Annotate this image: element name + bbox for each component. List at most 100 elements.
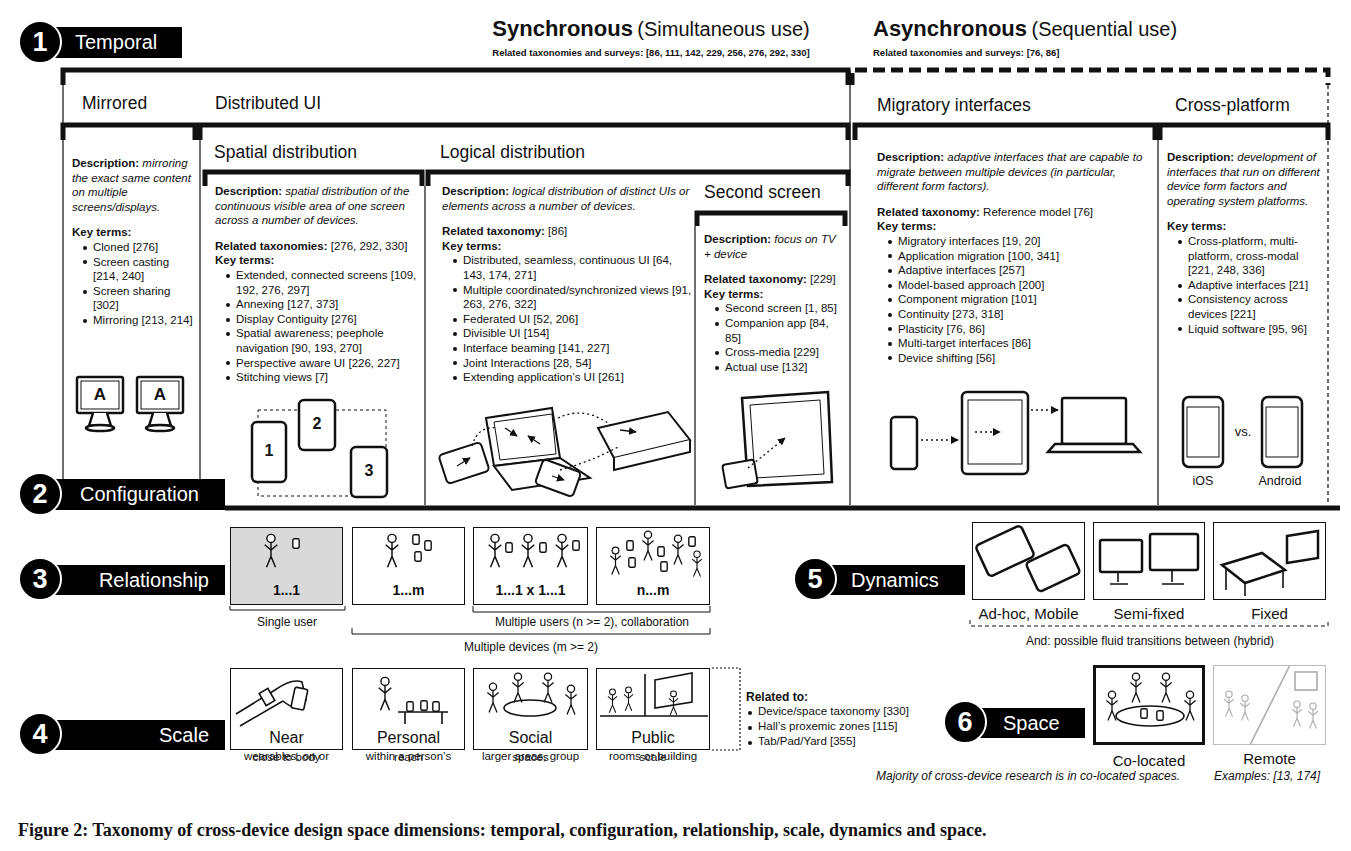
paragraph: Key terms:: [215, 253, 421, 268]
key-term: Federated UI [52, 206]: [442, 312, 692, 327]
key-term: Actual use [132]: [704, 360, 844, 375]
relationship-box: 1...1 x 1...1: [473, 527, 588, 605]
column-heading: Mirrored: [82, 93, 147, 114]
relationship-box: n...m: [596, 527, 710, 605]
key-term: Multiple coordinated/synchronized views …: [442, 283, 692, 312]
key-term: Cross-media [229]: [704, 345, 844, 360]
column-heading: Cross-platform: [1175, 95, 1290, 116]
key-term: Consistency across devices [221]: [1167, 292, 1327, 321]
key-term: Continuity [273, 318]: [877, 307, 1153, 322]
field-name: Related taxonomy:: [704, 273, 807, 285]
label: 2: [309, 415, 325, 433]
section-title: Space: [1003, 712, 1060, 735]
group-header: Asynchronous (Sequential use)Related tax…: [873, 16, 1323, 58]
header-subtitle: (Simultaneous use): [637, 18, 809, 40]
key-term: Joint Interactions [28, 54]: [442, 356, 692, 371]
key-term: Screen casting [214, 240]: [72, 255, 196, 284]
paragraph: Description: adaptive interfaces that ar…: [877, 150, 1153, 194]
box-label: Semi-fixed: [1094, 605, 1204, 622]
label: Majority of cross-device research is in …: [876, 769, 1206, 783]
box-subtitle: rooms or building scale: [597, 756, 709, 758]
box-label: 1...1 x 1...1: [474, 582, 587, 598]
field-name: Key terms:: [215, 254, 274, 266]
column-body: Description: spatial distribution of the…: [215, 184, 421, 385]
option-box: Remote: [1213, 665, 1326, 745]
callout-number: 3: [32, 564, 47, 595]
field-name: Key terms:: [442, 240, 501, 252]
field-name: Description:: [215, 185, 282, 197]
number-circle: 6: [943, 700, 987, 744]
label: Android: [1252, 474, 1308, 488]
key-term: Multi-target interfaces [86]: [877, 336, 1153, 351]
relationship-box: 1...1: [230, 527, 343, 605]
header-subtitle: (Sequential use): [1031, 18, 1177, 40]
section-tag: Scale4: [18, 712, 225, 756]
key-term: Adaptive interfaces [257]: [877, 263, 1153, 278]
callout-number: 1: [32, 27, 47, 58]
header-refs: Related taxonomies and surveys: [86, 111…: [401, 47, 901, 58]
key-term: Spatial awareness; peephole navigation […: [215, 326, 421, 355]
scale-box: Sociallarger areas, group spaces: [473, 668, 588, 750]
paragraph: Related taxonomy: [86]: [442, 224, 692, 239]
label: And: possible fluid transitions between …: [990, 634, 1310, 648]
key-term: Second screen [1, 85]: [704, 301, 844, 316]
callout-number: 2: [32, 479, 47, 510]
box-label: Ad-hoc, Mobile: [973, 605, 1084, 622]
field-name: Description:: [1167, 151, 1234, 163]
box-label: Fixed: [1214, 605, 1325, 622]
label-band: Dynamics: [815, 565, 965, 595]
column-heading: Migratory interfaces: [877, 95, 1031, 116]
time-group: Synchronous (Simultaneous use)Related ta…: [63, 14, 850, 507]
category-panel: Cross-platformDescription: development o…: [1160, 92, 1328, 504]
box-label: 1...m: [353, 582, 464, 598]
scale-box: Nearwearables, on or close to body: [230, 668, 343, 750]
key-term: Model-based approach [200]: [877, 278, 1153, 293]
paragraph: Description: mirroring the exact same co…: [72, 156, 196, 214]
column-heading: Logical distribution: [440, 142, 585, 163]
field-name: Key terms:: [1167, 220, 1226, 232]
key-term: Adaptive interfaces [21]: [1167, 278, 1327, 293]
box-label: Near: [231, 729, 342, 747]
label: A: [148, 385, 172, 405]
label: A: [88, 385, 112, 405]
paragraph: Description: logical distribution of dis…: [442, 184, 692, 213]
number-circle: 3: [18, 557, 62, 601]
key-term: Interface beaming [141, 227]: [442, 341, 692, 356]
column-body: Description: focus on TV + deviceRelated…: [704, 232, 844, 374]
category-panel: Distributed UISpatial distributionDescri…: [200, 92, 848, 504]
option-box: Semi-fixed: [1093, 522, 1205, 600]
field-name: Related taxonomy:: [877, 206, 980, 218]
key-term: Extended, connected screens [109, 192, 2…: [215, 268, 421, 297]
key-term: Display Contiguity [276]: [215, 312, 421, 327]
paragraph: Description: development of interfaces t…: [1167, 150, 1327, 208]
key-term: Mirroring [213, 214]: [72, 313, 196, 328]
option-box: Fixed: [1213, 522, 1326, 600]
column-body: Description: logical distribution of dis…: [442, 184, 692, 385]
paragraph: Key terms:: [1167, 219, 1327, 234]
field-name: Related taxonomies:: [215, 240, 327, 252]
box-label: Co-located: [1096, 752, 1202, 769]
key-term: Annexing [127, 373]: [215, 297, 421, 312]
paragraph: Key terms:: [704, 287, 844, 302]
paragraph: Related taxonomy: Reference model [76]: [877, 205, 1153, 220]
column-heading: Distributed UI: [215, 93, 321, 114]
paragraph: Key terms:: [877, 219, 1153, 234]
field-name: Description:: [877, 151, 944, 163]
category-panel: Logical distributionDescription: logical…: [428, 140, 848, 504]
section-tag: Dynamics5: [793, 557, 965, 601]
label: Multiple users (n >= 2), collaboration: [475, 615, 709, 629]
callout-number: 5: [807, 564, 822, 595]
label: 1: [261, 442, 277, 460]
callout-number: 4: [32, 719, 47, 750]
column-body: Description: mirroring the exact same co…: [72, 156, 196, 328]
box-label: n...m: [597, 582, 709, 598]
field-name: Key terms:: [72, 226, 131, 238]
number-circle: 2: [18, 472, 62, 516]
relationship-box: 1...m: [352, 527, 465, 605]
box-subtitle: wearables, on or close to body: [231, 756, 342, 758]
field-value: Reference model [76]: [983, 206, 1093, 218]
option-box: Co-located: [1093, 665, 1205, 745]
paragraph: Description: spatial distribution of the…: [215, 184, 421, 228]
option-box: Ad-hoc, Mobile: [972, 522, 1085, 600]
